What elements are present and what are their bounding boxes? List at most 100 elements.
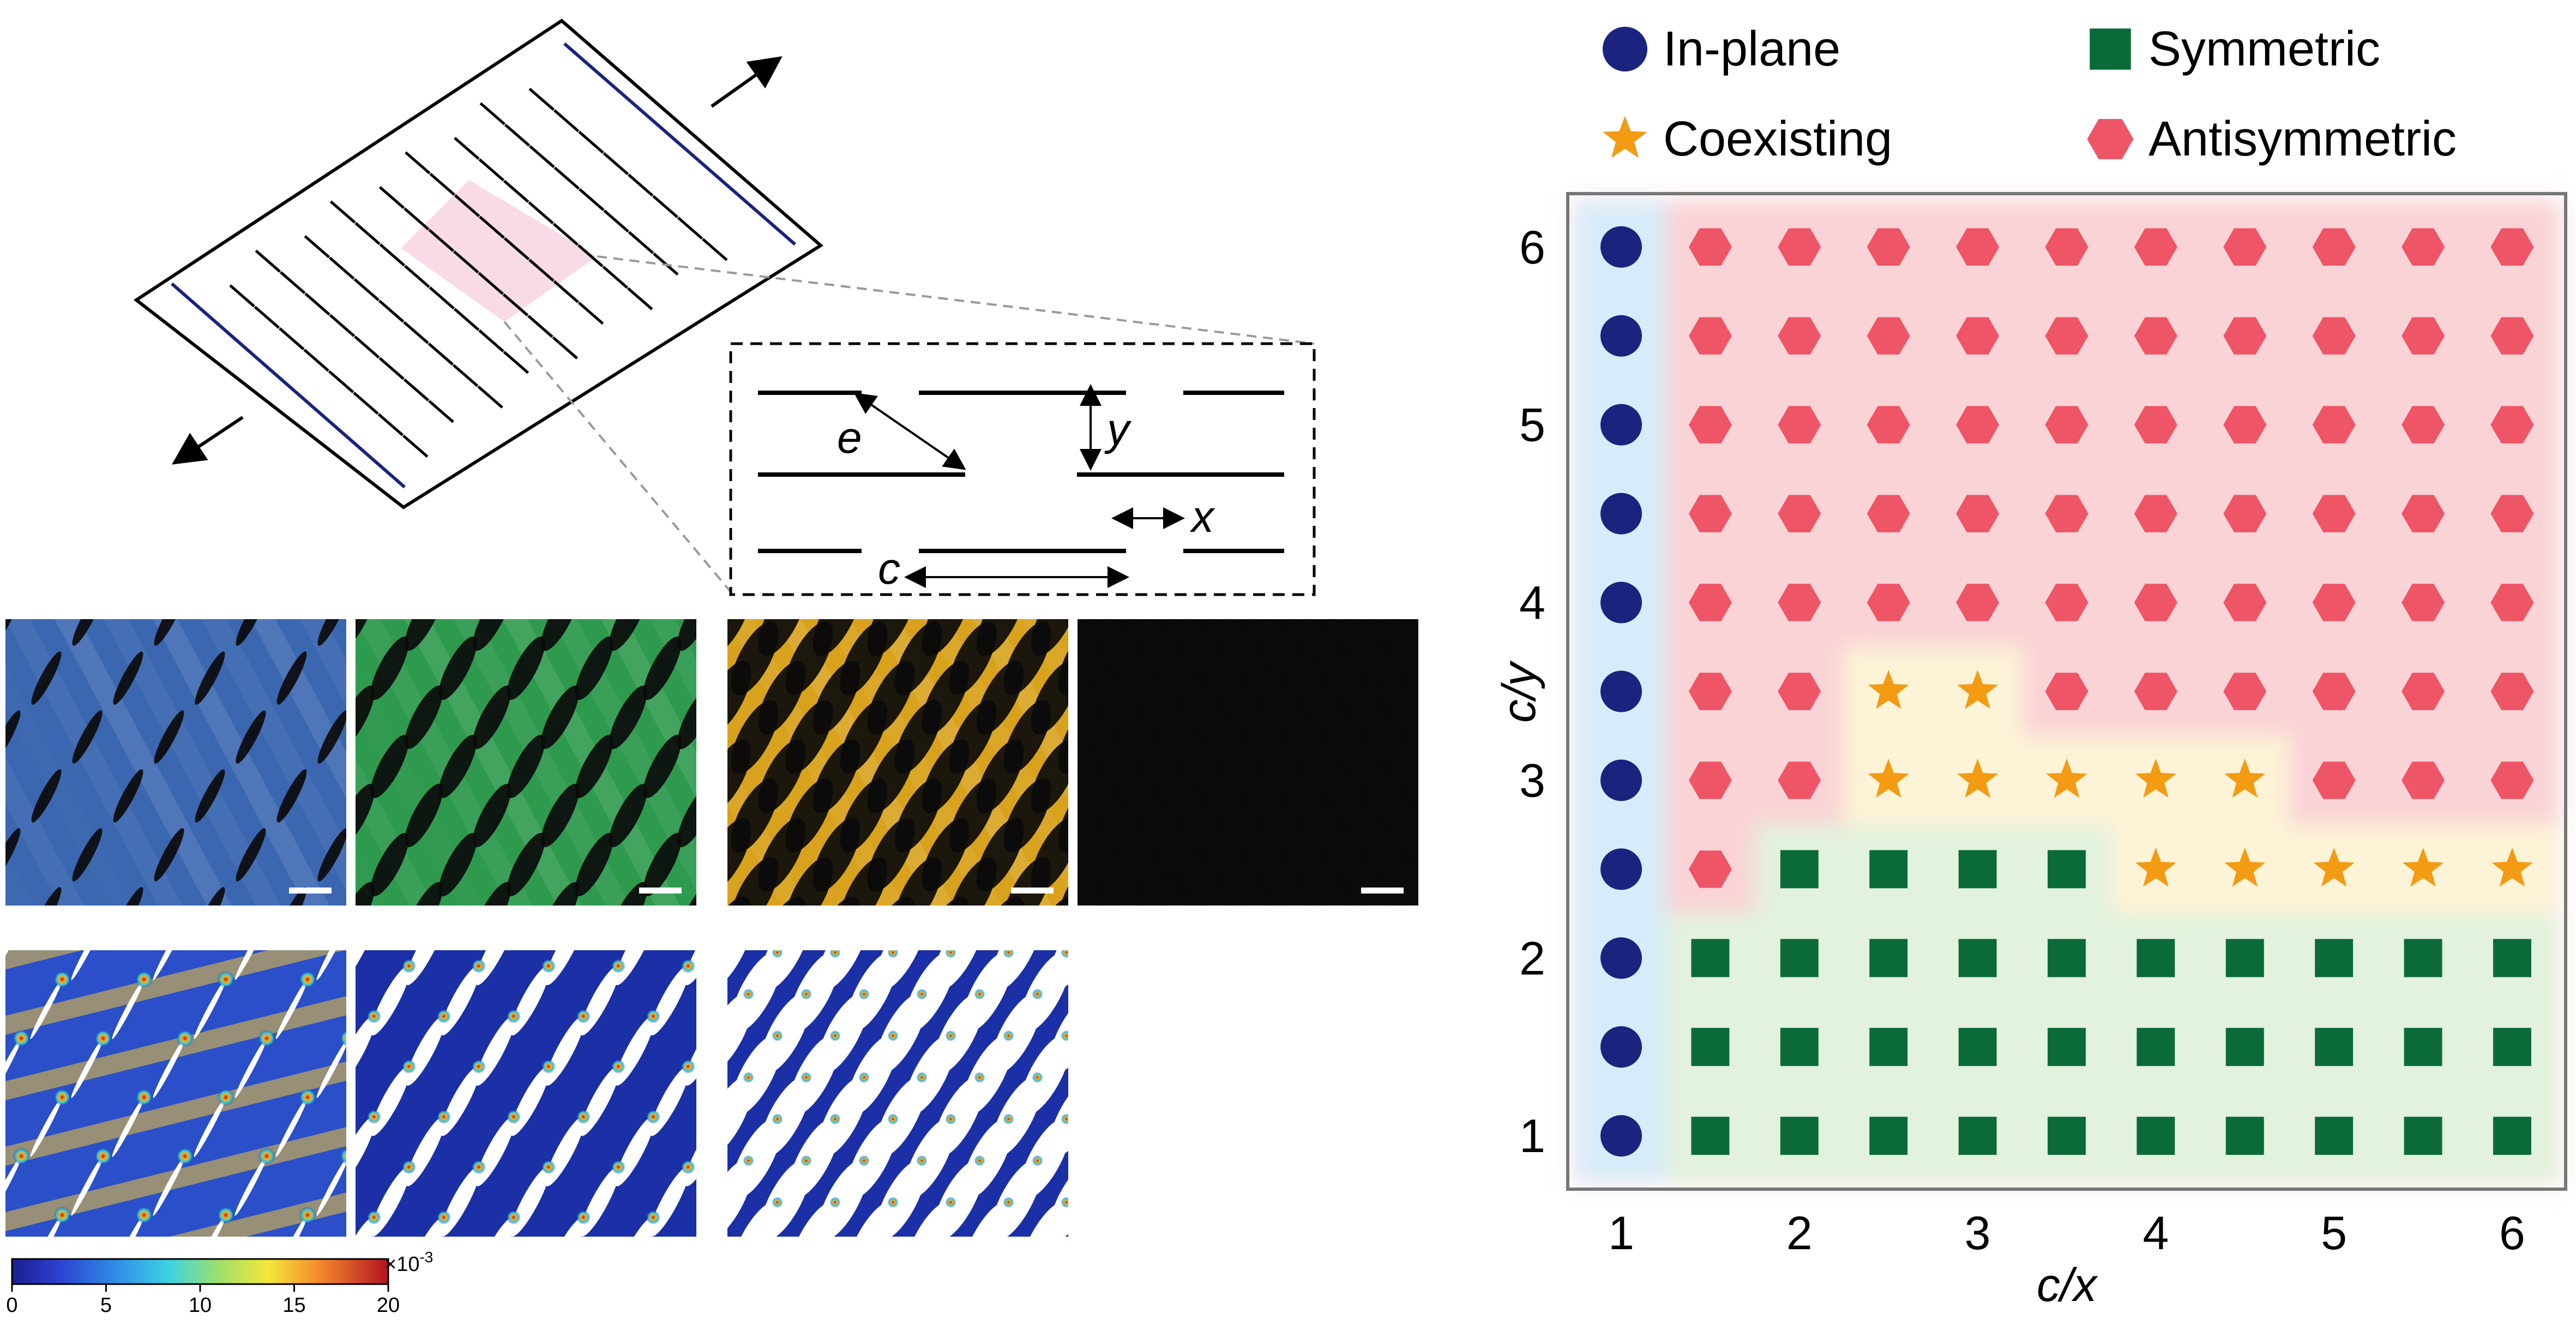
strain-hotspot — [859, 906, 870, 916]
strain-hotspot — [646, 1110, 660, 1124]
sheet-cut — [702, 238, 728, 261]
photo-slit — [1446, 804, 1526, 906]
antisymmetric-marker — [1778, 317, 1821, 355]
symmetric-marker — [1869, 1117, 1908, 1155]
strain-hotspot — [772, 1113, 783, 1125]
photo-slit — [568, 534, 620, 607]
antisymmetric-marker — [2045, 228, 2089, 266]
strain-slit — [866, 1237, 936, 1330]
y-tick-label: 1 — [1519, 1110, 1545, 1162]
photo-slit — [727, 739, 751, 813]
strain-slit — [475, 1216, 515, 1237]
coexisting-marker — [2135, 758, 2176, 798]
photo-slit — [354, 531, 393, 589]
symmetric-marker — [1958, 1117, 1997, 1155]
strain-hotspot — [916, 1072, 928, 1083]
sheet-cut — [628, 231, 654, 254]
antisymmetric-marker — [2045, 495, 2089, 532]
antisymmetric-marker — [1688, 406, 1732, 443]
strain-slit — [1447, 1226, 1532, 1331]
strain-slit — [808, 1237, 878, 1330]
strain-slit — [478, 1273, 514, 1331]
strain-hotspot — [714, 864, 725, 875]
circle-icon — [1603, 27, 1647, 71]
strain-hotspot — [888, 1280, 899, 1291]
antisymmetric-marker — [2402, 406, 2445, 443]
strain-hotspot — [1090, 906, 1101, 916]
strain-hotspot — [367, 909, 381, 923]
strain-slit — [234, 1156, 267, 1216]
strain-hotspot — [714, 1280, 725, 1291]
photo-slit — [191, 531, 229, 589]
photo-slit — [609, 882, 647, 906]
strain-hotspot — [821, 1261, 835, 1275]
strain-hotspot — [772, 1197, 783, 1208]
strain-hotspot — [887, 950, 899, 958]
strain-hotspot — [1003, 1280, 1014, 1291]
symmetric-marker — [2493, 939, 2531, 978]
photo-slit — [500, 534, 552, 607]
photo-slit — [518, 531, 556, 589]
photo-slit — [109, 531, 147, 589]
symmetric-marker — [1869, 850, 1908, 889]
symmetric-marker — [1691, 1028, 1730, 1066]
strain-hotspot — [681, 1261, 695, 1275]
strain-hotspot — [541, 1261, 556, 1275]
photo-slit — [609, 619, 647, 651]
strain-slit — [356, 1016, 376, 1086]
strain-hotspot — [576, 1210, 591, 1225]
photo-slit — [1078, 635, 1106, 721]
strain-hotspot — [401, 1059, 416, 1074]
strain-hotspot — [801, 1072, 812, 1083]
strain-slit — [71, 1038, 104, 1098]
strain-hotspot — [299, 970, 317, 988]
photo-slit — [317, 619, 346, 646]
symmetric-marker — [2048, 850, 2086, 889]
strain-hotspot — [217, 1088, 235, 1106]
sheet-cut — [578, 130, 604, 154]
antisymmetric-marker — [2312, 673, 2356, 710]
strain-hotspot — [436, 1110, 451, 1124]
inplane-marker — [1600, 937, 1642, 979]
antisymmetric-marker — [1778, 406, 1821, 443]
colorbar-tick-label: 20 — [377, 1294, 400, 1317]
inplane-marker — [1600, 1026, 1642, 1068]
strain-slit — [1276, 1234, 1337, 1237]
photo-slit — [1294, 871, 1352, 906]
antisymmetric-marker — [2402, 228, 2445, 266]
sheet-cut — [553, 166, 580, 190]
symmetric-marker — [2315, 1117, 2354, 1155]
sheet-cut — [577, 244, 604, 267]
strain-hotspot — [887, 1197, 899, 1208]
photo-slit — [541, 882, 579, 906]
photo-slit — [1426, 539, 1506, 640]
strain-hotspot — [366, 1210, 381, 1225]
inplane-marker — [1600, 493, 1642, 535]
strain-hotspot — [887, 1030, 899, 1041]
antisymmetric-marker — [1956, 584, 2000, 621]
photo-slit — [473, 783, 511, 848]
sheet-cut — [577, 302, 604, 325]
strain-slit — [1093, 1234, 1154, 1237]
strain-hotspot — [716, 909, 730, 923]
sheet-cut — [502, 293, 529, 317]
antisymmetric-marker — [2045, 406, 2089, 443]
clamp-line-bottom — [171, 282, 406, 489]
strain-hotspot — [366, 1009, 381, 1023]
strain-hotspot — [681, 1160, 695, 1174]
strain-slit — [1470, 995, 1555, 1104]
antisymmetric-marker — [1867, 228, 1910, 266]
strain-slit — [789, 1201, 840, 1237]
strain-hotspot — [611, 958, 625, 973]
sheet-cut — [428, 229, 455, 252]
photo-slit — [113, 887, 143, 906]
photo-slit — [1090, 871, 1147, 906]
strain-slit — [615, 1216, 655, 1237]
photo-slit — [643, 832, 682, 897]
strain-slit — [727, 993, 753, 1074]
strain-hotspot — [801, 1238, 812, 1249]
symmetric-marker — [1958, 850, 1997, 889]
strain-slit — [316, 1038, 346, 1098]
x-tick-label: 3 — [1965, 1207, 1991, 1260]
strain-hotspot — [437, 909, 451, 923]
